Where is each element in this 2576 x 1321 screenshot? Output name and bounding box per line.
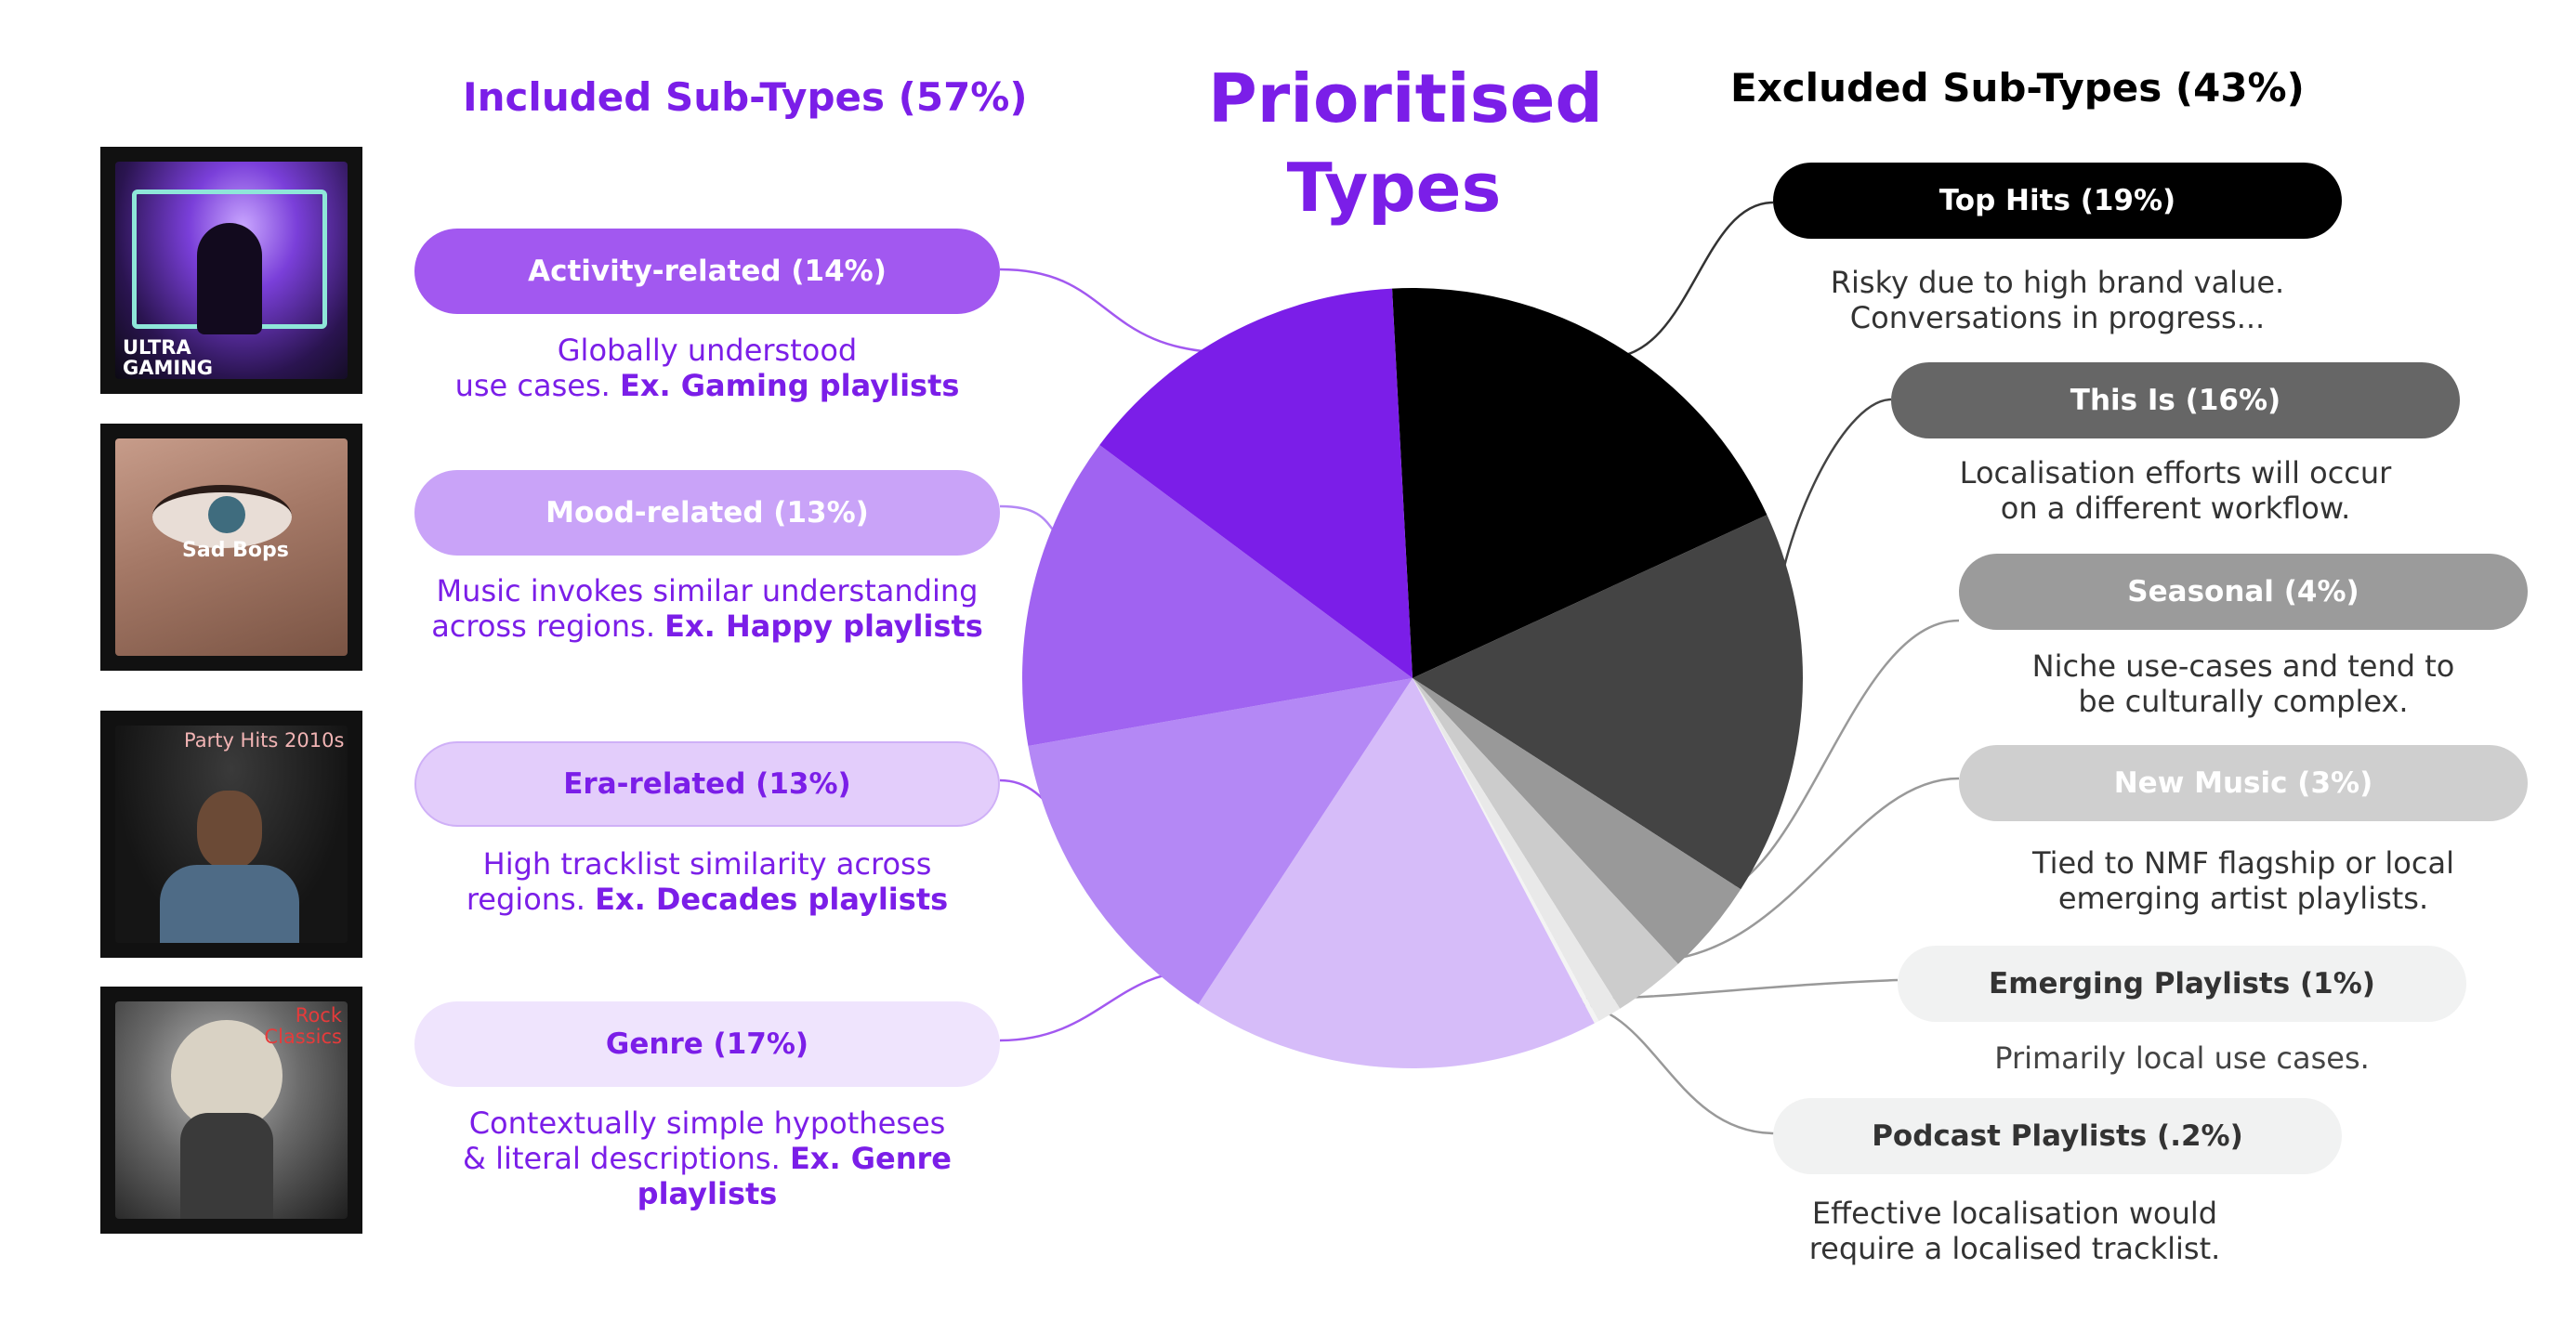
- thumbnail-sad-bops: Sad Bops: [100, 424, 362, 671]
- singer-body: [180, 1113, 273, 1219]
- thumbnail-party-hits: Party Hits 2010s: [100, 711, 362, 958]
- connector-top-hits: [1607, 201, 1774, 360]
- pie-slice-mood-related: [1022, 444, 1413, 746]
- desc-era-related: High tracklist similarity across regions…: [466, 846, 949, 917]
- desc-this-is: Localisation efforts will occur on a dif…: [1959, 455, 2392, 526]
- pill-seasonal: Seasonal (4%): [1959, 554, 2528, 630]
- pie-chart: [1022, 288, 1803, 1069]
- performer-silhouette: [197, 223, 262, 334]
- desc-podcast-playlists: Effective localisation would require a l…: [1808, 1196, 2221, 1266]
- pie-slice-new-music: [1413, 678, 1678, 1009]
- pie-slice-era-related: [1028, 678, 1413, 1005]
- thumbnail-ultra-gaming: ULTRA GAMING: [100, 147, 362, 394]
- pie-slice-this-is: [1413, 515, 1803, 890]
- chart-title-line1: Prioritised: [1208, 59, 1603, 137]
- desc-seasonal: Niche use-cases and tend to be culturall…: [2031, 648, 2455, 719]
- thumbnail-title: ULTRA GAMING: [123, 336, 214, 379]
- thumbnail-title: Party Hits 2010s: [184, 729, 345, 752]
- pie-slice-activity-related: [1099, 288, 1413, 678]
- chart-title: Prioritised Types: [1208, 54, 1603, 232]
- rock-singer-image: [115, 1001, 348, 1219]
- pill-emerging-playlists: Emerging Playlists (1%): [1898, 946, 2466, 1022]
- artist-portrait-image: [115, 726, 348, 943]
- desc-activity-related: Globally understood use cases. Ex. Gamin…: [454, 333, 960, 403]
- pill-activity-related: Activity-related (14%): [414, 229, 1000, 314]
- desc-new-music: Tied to NMF flagship or local emerging a…: [2032, 845, 2454, 916]
- chart-title-line2: Types: [1286, 149, 1502, 227]
- gaming-stage-image: [115, 162, 348, 379]
- pie-slice-genre: [1198, 678, 1595, 1069]
- included-heading: Included Sub-Types (57%): [463, 74, 1028, 120]
- pill-mood-related: Mood-related (13%): [414, 470, 1000, 556]
- pill-era-related: Era-related (13%): [414, 741, 1000, 827]
- pie-slice-emerging-playlists: [1413, 678, 1621, 1022]
- pill-genre: Genre (17%): [414, 1001, 1000, 1087]
- portrait-body: [160, 865, 299, 943]
- desc-mood-related: Music invokes similar understanding acro…: [431, 573, 983, 644]
- desc-genre: Contextually simple hypotheses & literal…: [463, 1105, 952, 1211]
- thumbnail-rock-classics: Rock Classics: [100, 987, 362, 1234]
- pie-slice-podcast-playlists: [1413, 678, 1599, 1024]
- pie-slice-seasonal: [1413, 678, 1741, 964]
- crying-eye-image: [115, 438, 348, 656]
- thumbnail-title: Rock Classics: [264, 1004, 342, 1048]
- excluded-heading: Excluded Sub-Types (43%): [1730, 65, 2305, 111]
- pill-this-is: This Is (16%): [1891, 362, 2460, 438]
- pill-top-hits: Top Hits (19%): [1773, 163, 2342, 239]
- iris-shape: [208, 496, 245, 533]
- pill-podcast-playlists: Podcast Playlists (.2%): [1773, 1098, 2342, 1174]
- portrait-head: [197, 791, 262, 870]
- connector-new-music: [1644, 777, 1960, 963]
- desc-top-hits: Risky due to high brand value. Conversat…: [1830, 265, 2285, 335]
- desc-emerging-playlists: Primarily local use cases.: [1994, 1040, 2370, 1076]
- thumbnail-title: Sad Bops: [182, 539, 289, 562]
- connector-activity: [999, 268, 1237, 355]
- pill-new-music: New Music (3%): [1959, 745, 2528, 821]
- pie-slice-top-hits: [1392, 288, 1768, 678]
